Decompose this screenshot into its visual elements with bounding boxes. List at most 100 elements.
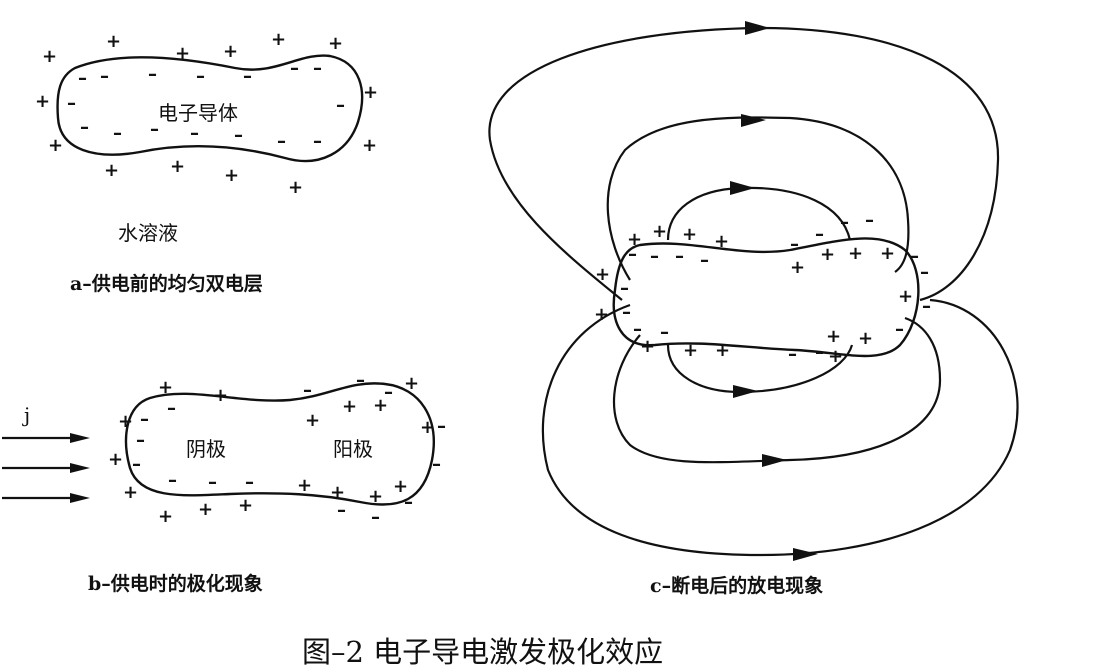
field-line-outer-top: [488, 26, 1000, 302]
svg-text:–: –: [622, 302, 631, 323]
svg-text:+: +: [198, 499, 213, 520]
svg-text:+: +: [858, 328, 873, 349]
svg-text:–: –: [168, 470, 177, 491]
svg-text:+: +: [288, 177, 303, 198]
svg-text:+: +: [594, 304, 609, 325]
svg-text:–: –: [113, 123, 122, 144]
svg-text:+: +: [373, 395, 388, 416]
svg-text:+: +: [714, 231, 729, 252]
svg-text:+: +: [108, 449, 123, 470]
svg-text:+: +: [342, 396, 357, 417]
svg-text:–: –: [336, 95, 345, 116]
svg-text:–: –: [910, 246, 919, 267]
svg-text:–: –: [840, 212, 849, 233]
svg-text:–: –: [167, 398, 176, 419]
svg-text:–: –: [384, 382, 393, 403]
svg-text:+: +: [404, 373, 419, 394]
svg-text:–: –: [243, 66, 252, 87]
field-line-outer-bottom: [541, 298, 1019, 557]
arrowhead-3: [730, 181, 755, 195]
svg-text:+: +: [652, 221, 667, 242]
svg-text:–: –: [303, 380, 312, 401]
svg-text:–: –: [620, 278, 629, 299]
svg-text:–: –: [313, 131, 322, 152]
svg-text:–: –: [790, 234, 799, 255]
svg-text:–: –: [675, 246, 684, 267]
svg-text:+: +: [170, 156, 185, 177]
svg-text:+: +: [104, 160, 119, 181]
svg-text:+: +: [48, 135, 63, 156]
svg-text:–: –: [356, 370, 365, 391]
svg-text:+: +: [305, 410, 320, 431]
svg-text:+: +: [640, 336, 655, 357]
svg-text:+: +: [362, 135, 377, 156]
svg-text:+: +: [223, 41, 238, 62]
positive-charges-a: ++ ++ ++ ++ ++ ++ ++: [35, 29, 378, 198]
caption-a: a–供电前的均匀双电层: [70, 272, 263, 295]
svg-text:–: –: [633, 319, 642, 340]
svg-text:+: +: [271, 29, 286, 50]
svg-text:+: +: [224, 165, 239, 186]
svg-text:–: –: [140, 409, 149, 430]
svg-text:–: –: [337, 500, 346, 521]
svg-text:+: +: [848, 243, 863, 264]
arrowhead-1: [745, 21, 770, 35]
svg-text:–: –: [650, 246, 659, 267]
field-line-mid-top: [606, 116, 910, 281]
svg-text:+: +: [790, 257, 805, 278]
svg-text:–: –: [922, 296, 931, 317]
caption-b: b–供电时的极化现象: [88, 572, 263, 595]
svg-text:–: –: [865, 210, 874, 231]
svg-text:–: –: [148, 64, 157, 85]
field-line-mid-bottom: [612, 316, 942, 464]
svg-text:–: –: [815, 342, 824, 363]
svg-text:–: –: [920, 262, 929, 283]
svg-text:+: +: [595, 264, 610, 285]
svg-text:+: +: [42, 46, 57, 67]
svg-text:–: –: [628, 244, 637, 265]
svg-text:–: –: [437, 416, 446, 437]
caption-c: c–断电后的放电现象: [650, 574, 823, 597]
svg-text:+: +: [175, 43, 190, 64]
svg-text:+: +: [363, 82, 378, 103]
svg-text:+: +: [715, 340, 730, 361]
svg-text:+: +: [682, 224, 697, 245]
negative-charges-a: –– –– –– –– –– –– –– ––: [67, 58, 345, 152]
svg-text:+: +: [35, 91, 50, 112]
svg-text:+: +: [330, 482, 345, 503]
svg-text:–: –: [132, 454, 141, 475]
svg-text:+: +: [118, 411, 133, 432]
negative-charges-c: –– –– –– –– –– –– –– –– ––: [620, 210, 931, 365]
svg-text:–: –: [404, 492, 413, 513]
panel-a: 电子导体 ++ ++ ++ ++ ++ ++ ++ –– –– –– –– ––…: [35, 29, 378, 295]
svg-text:–: –: [895, 319, 904, 340]
svg-text:+: +: [828, 346, 843, 367]
conductor-outline-c: [612, 237, 920, 358]
svg-text:+: +: [393, 476, 408, 497]
current-label: j: [22, 403, 30, 427]
positive-charges-b: ++ ++ ++ ++ ++ ++ ++ ++ +: [108, 373, 435, 527]
svg-text:+: +: [826, 326, 841, 347]
positive-charges-c: ++ ++ ++ ++ ++ ++ ++ ++ +: [594, 221, 913, 367]
svg-text:+: +: [898, 286, 913, 307]
svg-text:–: –: [371, 507, 380, 528]
arrowhead-4: [733, 385, 758, 398]
svg-text:+: +: [123, 482, 138, 503]
svg-text:–: –: [815, 224, 824, 245]
svg-text:–: –: [196, 66, 205, 87]
svg-text:–: –: [208, 472, 217, 493]
svg-text:–: –: [78, 68, 87, 89]
svg-text:+: +: [880, 243, 895, 264]
conductor-label-a: 电子导体: [158, 101, 238, 125]
svg-text:–: –: [290, 58, 299, 79]
svg-text:+: +: [213, 385, 228, 406]
svg-text:+: +: [420, 417, 435, 438]
panel-c: ++ ++ ++ ++ ++ ++ ++ ++ + –– –– –– –– ––…: [488, 21, 1019, 597]
svg-text:+: +: [158, 377, 173, 398]
anode-label: 阳极: [333, 437, 373, 461]
solution-label: 水溶液: [118, 221, 178, 245]
svg-text:–: –: [150, 119, 159, 140]
svg-text:–: –: [313, 58, 322, 79]
svg-text:–: –: [234, 125, 243, 146]
cathode-label: 阴极: [186, 437, 226, 461]
